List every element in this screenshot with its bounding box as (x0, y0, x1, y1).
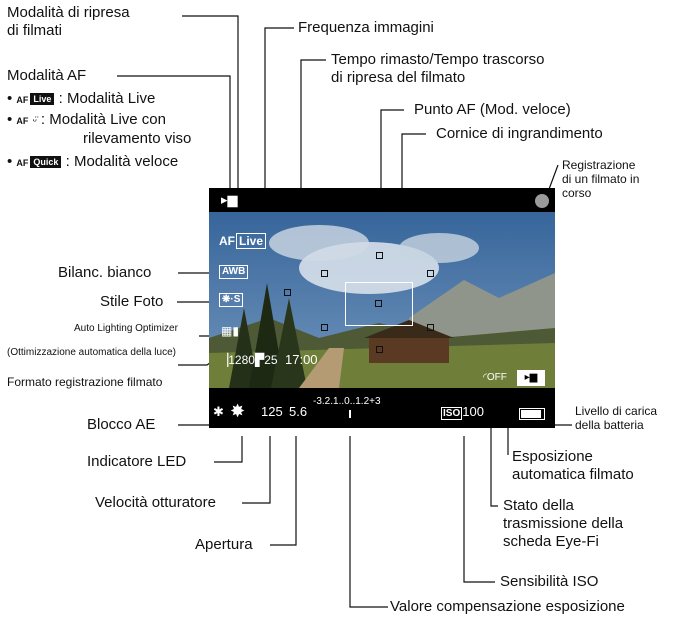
label-aperture: Apertura (195, 536, 253, 553)
af-point (376, 252, 383, 259)
ae-lock-icon: ✱ (213, 404, 224, 419)
af-point (427, 324, 434, 331)
battery-icon (519, 408, 545, 420)
af-point (321, 324, 328, 331)
af-live-badge: Live (236, 233, 267, 249)
bottom-bar (209, 388, 555, 428)
eye-fi-icon: ◜OFF (483, 372, 507, 383)
white-balance-icon: AWB (219, 265, 249, 279)
af-point (427, 270, 434, 277)
movie-auto-exposure-icon: ▸▆ (517, 370, 545, 386)
af-point-selected (375, 300, 382, 307)
iso-badge: ISO (441, 407, 463, 420)
label-af-point: Punto AF (Mod. veloce) (414, 101, 571, 118)
label-exposure-compensation: Valore compensazione esposizione (390, 598, 625, 615)
label-led: Indicatore LED (87, 453, 187, 470)
picture-style-icon: ❋·S (219, 293, 244, 307)
af-mode-face-item: • AF ᵕ̈ : Modalità Live con (7, 111, 166, 128)
led-indicator-icon: ✸ (230, 401, 246, 421)
label-white-balance: Bilanc. bianco (58, 264, 152, 281)
remaining-time: 17:00 (285, 352, 318, 367)
af-mode-face-item-line2: rilevamento viso (83, 130, 192, 147)
label-magnification-frame: Cornice di ingrandimento (436, 125, 603, 142)
label-shutter-speed: Velocità otturatore (95, 494, 216, 511)
label-alo-sub: (Ottimizzazione automatica della luce) (7, 347, 176, 358)
label-movie-format: Formato registrazione filmato (7, 375, 163, 389)
top-bar (209, 188, 555, 212)
af-point (321, 270, 328, 277)
label-frame-rate: Frequenza immagini (298, 19, 434, 36)
label-ae-lock: Blocco AE (87, 416, 156, 433)
frame-rate-indicator: ▛25 (255, 353, 278, 367)
label-af-mode: Modalità AF (7, 67, 87, 84)
magnification-frame (345, 282, 413, 326)
af-point (284, 289, 291, 296)
movie-mode-icon: ▸▆ (221, 192, 238, 207)
label-picture-style: Stile Foto (100, 293, 164, 310)
battery-level-fill (521, 410, 541, 418)
af-point (376, 346, 383, 353)
auto-lighting-optimizer-icon: ▦▮ (221, 324, 239, 338)
exposure-level-marker (349, 410, 351, 418)
recording-indicator (535, 194, 549, 208)
label-alo: Auto Lighting Optimizer (74, 323, 178, 334)
aperture-value: 5.6 (289, 404, 308, 419)
shutter-speed: 125 (261, 404, 283, 419)
movie-size-indicator: ▕1280 (219, 353, 255, 367)
label-iso: Sensibilità ISO (500, 573, 599, 590)
exposure-compensation-scale: -3.2.1..0..1.2+3 (313, 396, 381, 407)
